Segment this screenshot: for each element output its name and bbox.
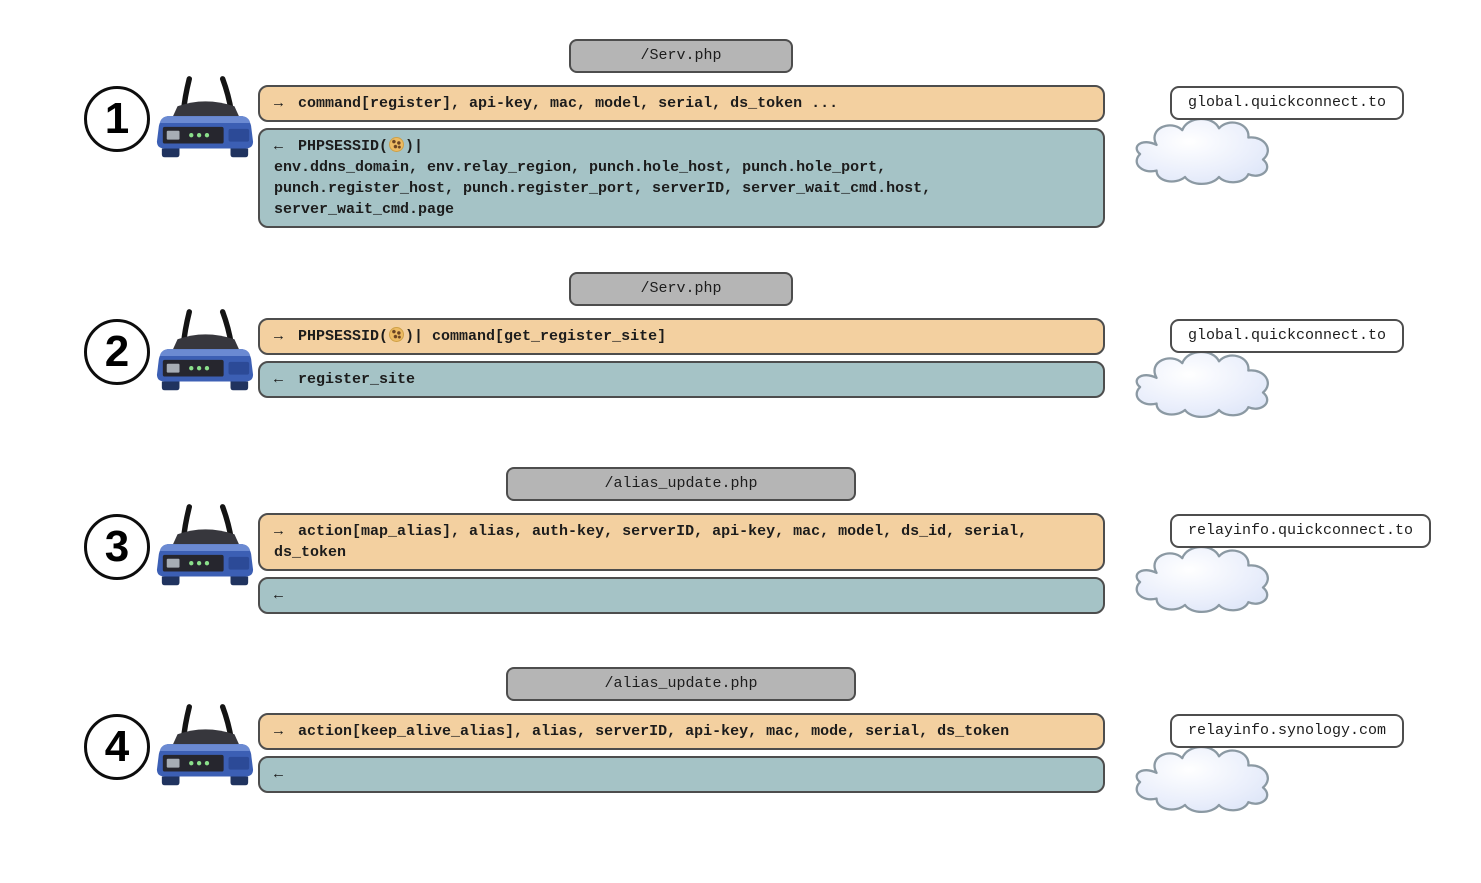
response-box: ← PHPSESSID( )| env.ddns_domain, env.relay… <box>258 128 1105 228</box>
step-number-badge: 3 <box>84 514 150 580</box>
right-arrow-icon: → <box>274 523 284 540</box>
left-arrow-icon: ← <box>274 138 284 155</box>
request-text: action[keep_alive_alias], alias, serverI… <box>298 723 1010 740</box>
cloud-icon <box>1120 538 1295 616</box>
right-arrow-icon: → <box>274 723 284 740</box>
cloud-hostname-label: relayinfo.synology.com <box>1170 714 1405 748</box>
cloud-hostname-label: global.quickconnect.to <box>1170 319 1405 353</box>
request-text: PHPSESSID( <box>298 328 389 345</box>
request-box: → PHPSESSID( )| command[get_register_site] <box>258 318 1105 355</box>
cloud-icon <box>1120 738 1295 816</box>
message-stack: → PHPSESSID( )| command[get_register_site]… <box>258 318 1105 398</box>
step-1: /Serv.php 1 → command[register], api-key,… <box>0 30 1481 255</box>
router-icon <box>154 305 256 401</box>
message-stack: → command[register], api-key, mac, model,… <box>258 85 1105 228</box>
response-text: PHPSESSID( <box>298 138 389 155</box>
step-4: /alias_update.php 4 → action[keep_alive_a… <box>0 658 1481 883</box>
step-number-badge: 4 <box>84 714 150 780</box>
cloud-icon <box>1120 343 1295 421</box>
cookie-icon <box>389 327 405 342</box>
request-text: )| command[get_register_site] <box>405 328 667 345</box>
cloud-hostname-label: relayinfo.quickconnect.to <box>1170 514 1432 548</box>
step-number-badge: 2 <box>84 319 150 385</box>
right-arrow-icon: → <box>274 95 284 112</box>
request-box: → action[keep_alive_alias], alias, server… <box>258 713 1105 750</box>
cloud-icon <box>1120 110 1295 188</box>
step-2: /Serv.php 2 → PHPSESSID( )| command[get_re… <box>0 263 1481 488</box>
request-box: → command[register], api-key, mac, model,… <box>258 85 1105 122</box>
message-stack: → action[keep_alive_alias], alias, server… <box>258 713 1105 793</box>
response-box: ← <box>258 577 1105 614</box>
endpoint-pill: /alias_update.php <box>506 467 856 501</box>
request-text: action[map_alias], alias, auth-key, serv… <box>274 523 1028 561</box>
left-arrow-icon: ← <box>274 587 284 604</box>
response-text-lines: env.ddns_domain, env.relay_region, punch… <box>274 159 932 218</box>
request-box: →action[map_alias], alias, auth-key, ser… <box>258 513 1105 571</box>
left-arrow-icon: ← <box>274 371 284 388</box>
router-icon <box>154 700 256 796</box>
cloud-hostname-label: global.quickconnect.to <box>1170 86 1405 120</box>
router-icon <box>154 72 256 168</box>
response-box: ← register_site <box>258 361 1105 398</box>
step-3: /alias_update.php 3 →action[map_alias], … <box>0 458 1481 683</box>
request-text: command[register], api-key, mac, model, … <box>298 95 839 112</box>
response-text: register_site <box>298 371 416 388</box>
endpoint-pill: /Serv.php <box>569 39 793 73</box>
step-number-badge: 1 <box>84 86 150 152</box>
cookie-icon <box>389 137 405 152</box>
response-text: )| <box>405 138 424 155</box>
response-box: ← <box>258 756 1105 793</box>
endpoint-pill: /alias_update.php <box>506 667 856 701</box>
message-stack: →action[map_alias], alias, auth-key, ser… <box>258 513 1105 614</box>
left-arrow-icon: ← <box>274 766 284 783</box>
right-arrow-icon: → <box>274 328 284 345</box>
endpoint-pill: /Serv.php <box>569 272 793 306</box>
router-icon <box>154 500 256 596</box>
